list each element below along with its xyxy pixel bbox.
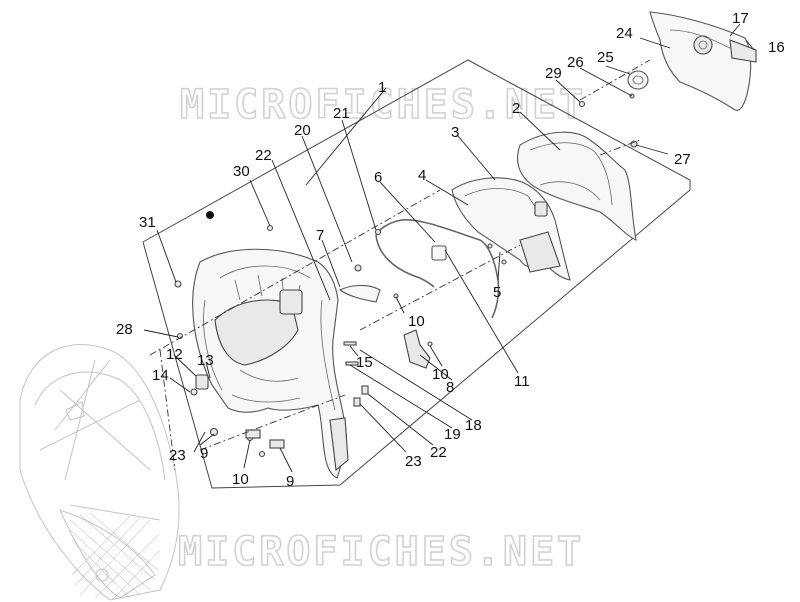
assembly-frame-bottom <box>142 189 691 489</box>
callout-1: 1 <box>378 79 386 96</box>
fasteners <box>174 93 638 458</box>
callout-13: 13 <box>197 352 214 369</box>
assembly-frame-top <box>142 59 691 243</box>
part-6-seal <box>375 219 500 319</box>
callout-26: 26 <box>567 54 584 71</box>
part-8-clip <box>403 329 431 369</box>
callout-5: 5 <box>493 284 501 301</box>
callout-10-bottom: 10 <box>232 471 249 488</box>
callout-12: 12 <box>166 346 183 363</box>
front-shield-ghost <box>19 343 180 601</box>
callout-22-top: 22 <box>255 147 272 164</box>
watermark-bottom: MICROFICHES.NET <box>178 529 584 575</box>
callout-3: 3 <box>451 124 459 141</box>
callout-6: 6 <box>374 169 382 186</box>
callout-21: 21 <box>333 105 350 122</box>
callout-24: 24 <box>616 25 633 42</box>
callout-23-left: 23 <box>169 447 186 464</box>
callout-9-left: 9 <box>200 445 208 462</box>
callout-30: 30 <box>233 163 250 180</box>
callout-29: 29 <box>545 65 562 82</box>
callout-18: 18 <box>465 417 482 434</box>
callout-2: 2 <box>512 100 520 117</box>
callout-15: 15 <box>356 354 373 371</box>
callout-19: 19 <box>444 426 461 443</box>
part-3-4-glove-compartment <box>451 177 571 281</box>
callout-25: 25 <box>597 49 614 66</box>
inner-shield-body <box>192 248 349 479</box>
watermark-top: MICROFICHES.NET <box>180 82 586 128</box>
callout-4: 4 <box>418 167 426 184</box>
part-11-strap <box>431 245 447 261</box>
callout-16: 16 <box>768 39 785 56</box>
axis-lines <box>149 59 651 471</box>
callout-20: 20 <box>294 122 311 139</box>
callout-8: 8 <box>446 379 454 396</box>
callout-31: 31 <box>139 214 156 231</box>
callout-labels: 1 2 3 4 5 6 7 8 9 9 10 10 10 11 12 13 14… <box>116 10 785 490</box>
part-7-bracket <box>338 284 381 303</box>
callout-23-right: 23 <box>405 453 422 470</box>
callout-10-middle: 10 <box>432 366 449 383</box>
callout-28: 28 <box>116 321 133 338</box>
part-25-ring <box>627 70 649 90</box>
callout-7: 7 <box>316 227 324 244</box>
callout-14: 14 <box>152 367 169 384</box>
callout-9-right: 9 <box>286 473 294 490</box>
part-24-rear-panel <box>649 11 757 111</box>
leader-lines <box>143 23 755 473</box>
callout-17: 17 <box>732 10 749 27</box>
callout-10-upper: 10 <box>408 313 425 330</box>
reference-dot <box>206 211 214 219</box>
part-2-back-cover <box>517 131 637 241</box>
callout-27: 27 <box>674 151 691 168</box>
callout-22-bottom: 22 <box>430 444 447 461</box>
callout-11: 11 <box>514 373 530 390</box>
